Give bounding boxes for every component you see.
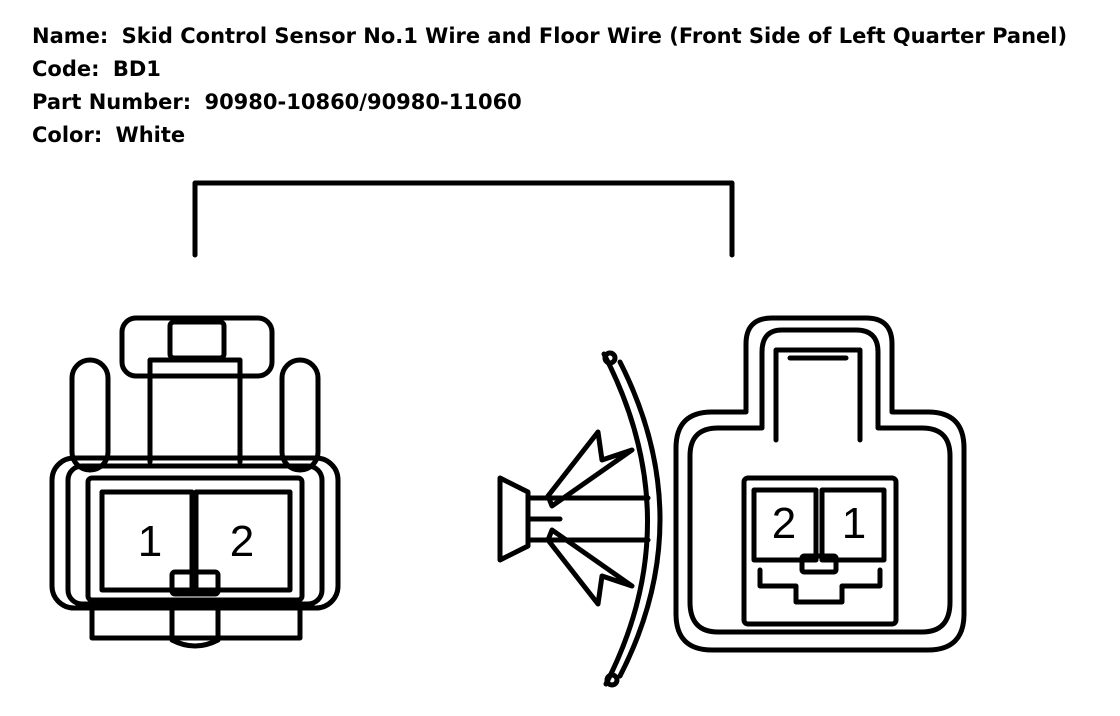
left-latch bbox=[147, 357, 243, 465]
retainer-clip bbox=[497, 350, 663, 688]
connector-left bbox=[49, 315, 341, 649]
left-top-tab-inner bbox=[167, 319, 227, 361]
code-label: Code: bbox=[32, 57, 100, 81]
left-pin-cavity-2 bbox=[193, 489, 293, 593]
left-pin-label-2: 2 bbox=[230, 517, 254, 566]
part-number-value: 90980-10860/90980-11060 bbox=[204, 90, 522, 114]
right-housing-inner bbox=[687, 327, 953, 635]
right-pin-label-2: 2 bbox=[772, 499, 796, 548]
left-top-tab bbox=[119, 315, 275, 379]
right-latch bbox=[773, 347, 863, 443]
left-bottom-lip bbox=[89, 601, 303, 641]
name-value: Skid Control Sensor No.1 Wire and Floor … bbox=[121, 24, 1068, 48]
clip-lower-barb bbox=[545, 527, 635, 607]
left-bottom-notch bbox=[169, 603, 221, 649]
clip-upper-barb bbox=[545, 429, 635, 509]
left-side-rib-right bbox=[279, 357, 321, 473]
left-cavity-frame bbox=[85, 475, 305, 603]
color-label: Color: bbox=[32, 123, 103, 147]
part-number-line: Part Number: 90980-10860/90980-11060 bbox=[32, 86, 1112, 119]
name-label: Name: bbox=[32, 24, 109, 48]
left-housing-inner bbox=[65, 463, 325, 607]
color-value: White bbox=[115, 123, 186, 147]
right-pin-label-1: 1 bbox=[842, 499, 866, 548]
mating-bracket bbox=[192, 180, 735, 258]
code-line: Code: BD1 bbox=[32, 53, 1112, 86]
left-pin-label-1: 1 bbox=[138, 517, 162, 566]
right-cavity-frame bbox=[741, 475, 899, 627]
clip-arc-top-end bbox=[602, 350, 618, 366]
right-pin-cavity-1 bbox=[819, 487, 887, 563]
left-pin-cavity-1 bbox=[99, 489, 195, 593]
color-line: Color: White bbox=[32, 119, 1112, 152]
left-housing bbox=[49, 455, 341, 611]
left-side-rib-left bbox=[69, 357, 111, 473]
connector-info: Name: Skid Control Sensor No.1 Wire and … bbox=[32, 20, 1112, 152]
name-line: Name: Skid Control Sensor No.1 Wire and … bbox=[32, 20, 1112, 53]
clip-stem bbox=[497, 475, 531, 563]
connector-right bbox=[673, 315, 967, 653]
right-lock-tab bbox=[799, 553, 839, 575]
clip-arc-inner bbox=[617, 359, 663, 679]
right-bottom-step bbox=[757, 567, 883, 605]
clip-arc-outer bbox=[601, 351, 650, 687]
left-lock-tab bbox=[169, 569, 221, 597]
part-number-label: Part Number: bbox=[32, 90, 192, 114]
right-housing bbox=[673, 315, 967, 653]
clip-arc-bottom-end bbox=[604, 672, 620, 688]
right-pin-cavity-2 bbox=[751, 487, 819, 563]
code-value: BD1 bbox=[112, 57, 161, 81]
